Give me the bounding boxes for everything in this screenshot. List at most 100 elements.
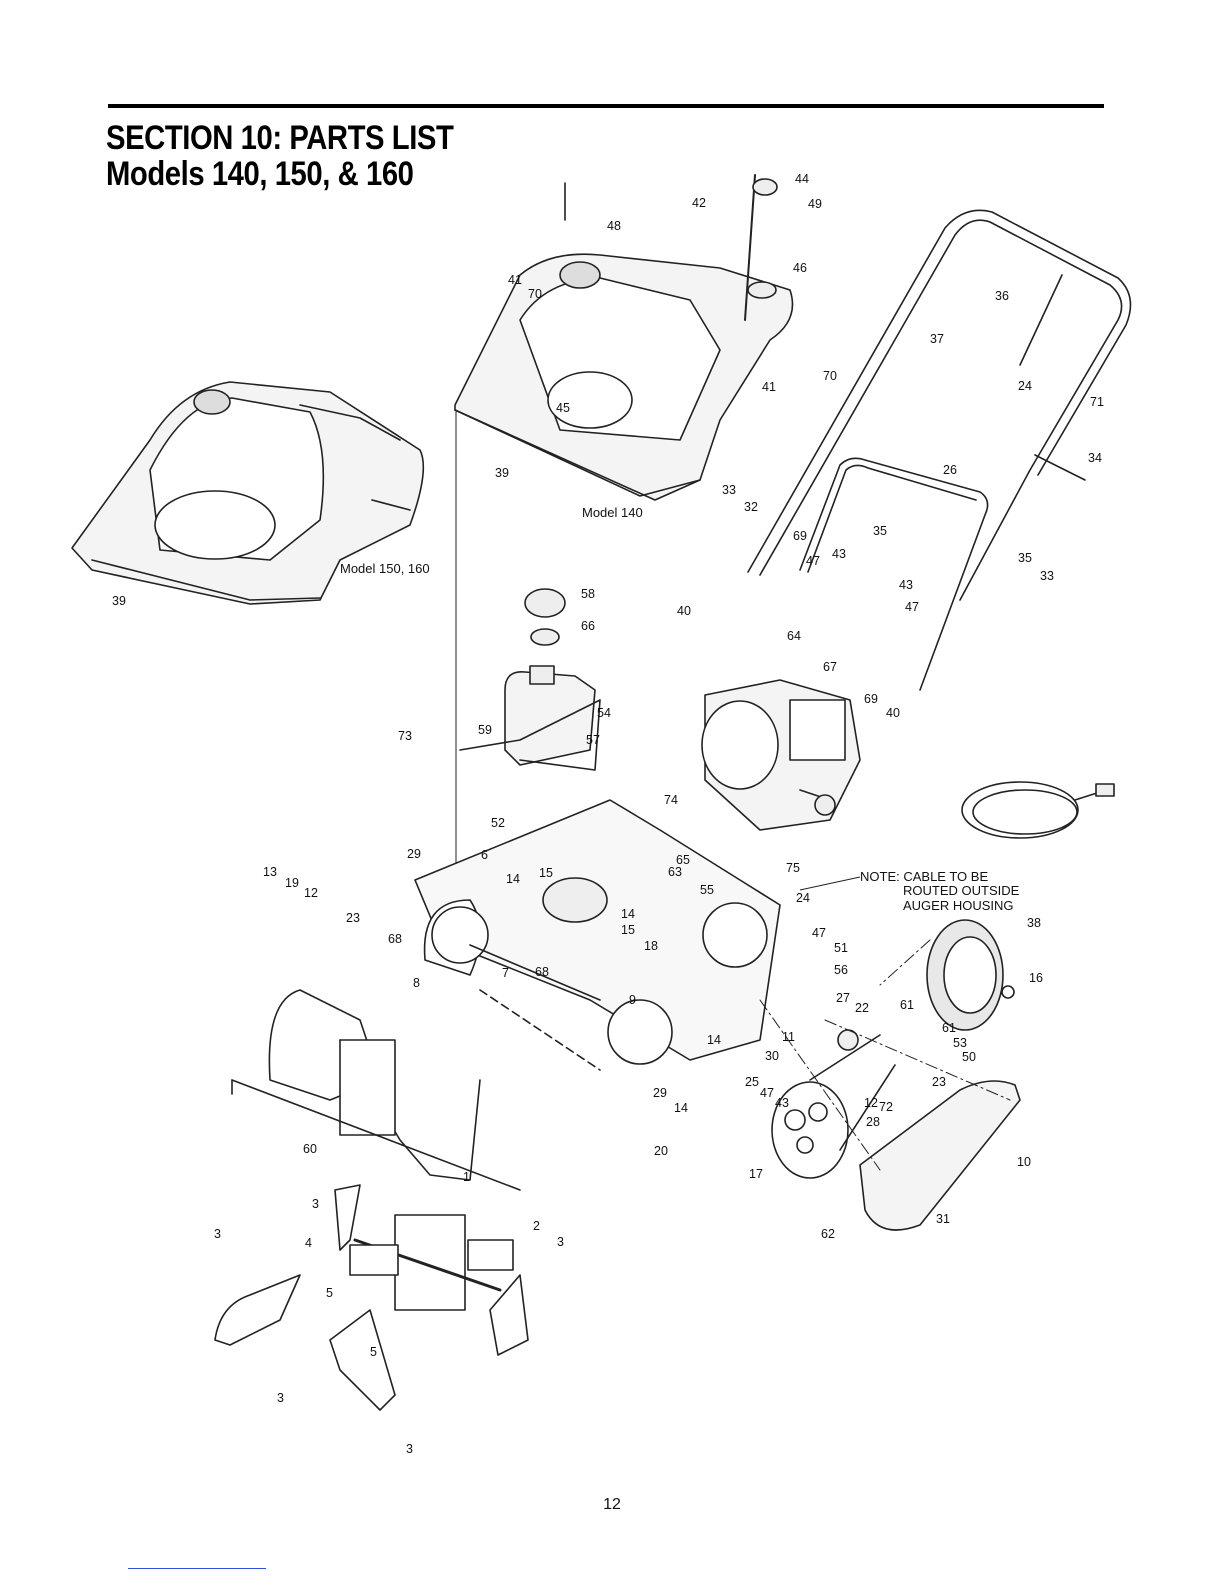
part-number-label: 42 (692, 196, 706, 210)
part-number-label: 56 (834, 963, 848, 977)
part-number-label: 34 (1088, 451, 1102, 465)
part-number-label: 11 (782, 1030, 795, 1044)
part-number-label: 62 (821, 1227, 835, 1241)
part-number-label: 20 (654, 1144, 668, 1158)
part-number-label: 61 (942, 1021, 956, 1035)
part-number-label: 24 (1018, 379, 1032, 393)
part-number-label: 14 (674, 1101, 688, 1115)
part-number-label: 15 (539, 866, 553, 880)
part-number-label: 72 (879, 1100, 893, 1114)
part-number-label: 54 (597, 706, 611, 720)
part-number-label: 6 (481, 848, 488, 862)
part-number-label: 15 (621, 923, 635, 937)
part-number-label: 31 (936, 1212, 950, 1226)
power-cord-drawing (961, 781, 1115, 839)
part-number-label: 46 (793, 261, 807, 275)
footer-link-line (128, 1568, 266, 1569)
part-number-label: 69 (864, 692, 878, 706)
part-number-label: 10 (1017, 1155, 1031, 1169)
part-number-label: 43 (832, 547, 846, 561)
part-number-label: 9 (629, 993, 636, 1007)
part-number-label: 47 (905, 600, 919, 614)
part-number-label: 5 (370, 1345, 377, 1359)
part-number-label: 1 (463, 1170, 470, 1184)
part-number-label: 19 (285, 876, 299, 890)
part-number-label: 44 (795, 172, 809, 186)
part-number-label: 35 (1018, 551, 1032, 565)
note-line-3: AUGER HOUSING (903, 898, 1014, 913)
fuel-tank-drawing (459, 588, 601, 771)
shroud-model-140-drawing (454, 174, 794, 881)
part-number-label: 57 (586, 733, 600, 747)
part-number-label: 73 (398, 729, 412, 743)
part-number-label: 63 (668, 865, 682, 879)
part-number-label: 53 (953, 1036, 967, 1050)
part-number-label: 38 (1027, 916, 1041, 930)
part-number-label: 3 (312, 1197, 319, 1211)
part-number-label: 23 (932, 1075, 946, 1089)
part-number-label: 17 (749, 1167, 763, 1181)
part-number-label: 51 (834, 941, 848, 955)
part-number-label: 33 (1040, 569, 1054, 583)
part-number-label: 40 (677, 604, 691, 618)
page-title: SECTION 10: PARTS LIST Models 140, 150, … (106, 119, 454, 193)
part-number-label: 48 (607, 219, 621, 233)
part-number-label: 66 (581, 619, 595, 633)
model-150-160-caption: Model 150, 160 (340, 561, 430, 576)
part-number-label: 13 (263, 865, 277, 879)
part-number-label: 65 (676, 853, 690, 867)
part-number-label: 14 (621, 907, 635, 921)
part-number-label: 47 (812, 926, 826, 940)
part-number-label: 67 (823, 660, 837, 674)
part-number-label: 64 (787, 629, 801, 643)
part-number-label: 39 (495, 466, 509, 480)
auger-drawing (231, 989, 521, 1191)
part-number-label: 52 (491, 816, 505, 830)
part-number-label: 7 (502, 966, 509, 980)
part-number-label: 68 (535, 965, 549, 979)
part-number-label: 47 (760, 1086, 774, 1100)
part-number-label: 75 (786, 861, 800, 875)
part-number-label: 3 (557, 1235, 564, 1249)
part-number-label: 32 (744, 500, 758, 514)
part-number-label: 4 (305, 1236, 312, 1250)
auger-housing-drawing (414, 799, 781, 1071)
section-title: SECTION 10: PARTS LIST (106, 119, 454, 157)
part-number-label: 25 (745, 1075, 759, 1089)
part-number-label: 70 (823, 369, 837, 383)
part-number-label: 3 (277, 1391, 284, 1405)
part-number-label: 12 (864, 1096, 878, 1110)
part-number-label: 39 (112, 594, 126, 608)
note-line-1: NOTE: CABLE TO BE (860, 869, 988, 884)
part-number-label: 58 (581, 587, 595, 601)
part-number-label: 50 (962, 1050, 976, 1064)
models-title: Models 140, 150, & 160 (106, 155, 414, 193)
part-number-label: 69 (793, 529, 807, 543)
part-number-label: 35 (873, 524, 887, 538)
part-number-label: 23 (346, 911, 360, 925)
part-number-label: 2 (533, 1219, 540, 1233)
part-number-label: 14 (506, 872, 520, 886)
part-number-label: 28 (866, 1115, 880, 1129)
model-140-caption: Model 140 (582, 505, 643, 520)
part-number-label: 55 (700, 883, 714, 897)
part-number-label: 12 (304, 886, 318, 900)
part-number-label: 71 (1090, 395, 1104, 409)
engine-drawing (701, 679, 861, 831)
part-number-label: 43 (899, 578, 913, 592)
reference-lines (759, 939, 1011, 1171)
part-number-label: 49 (808, 197, 822, 211)
part-number-label: 40 (886, 706, 900, 720)
part-number-label: 59 (478, 723, 492, 737)
part-number-label: 37 (930, 332, 944, 346)
part-number-label: 33 (722, 483, 736, 497)
part-number-label: 27 (836, 991, 850, 1005)
part-number-label: 41 (508, 273, 522, 287)
part-number-label: 61 (900, 998, 914, 1012)
part-number-label: 60 (303, 1142, 317, 1156)
part-number-label: 5 (326, 1286, 333, 1300)
part-number-label: 29 (653, 1086, 667, 1100)
part-number-label: 47 (806, 554, 820, 568)
